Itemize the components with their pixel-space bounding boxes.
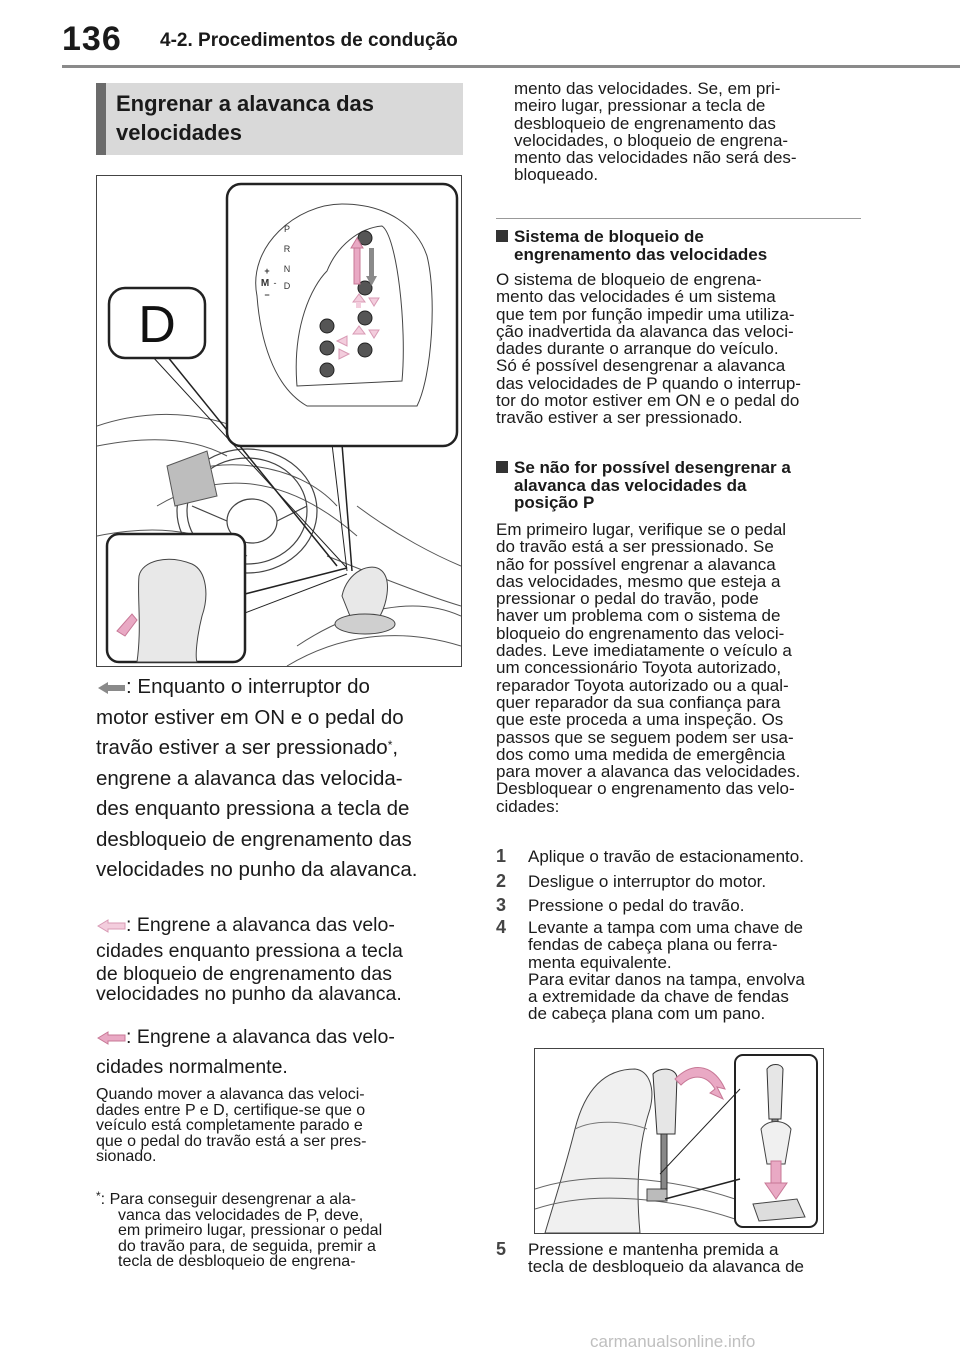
lock-system-paragraph: O sistema de bloqueio de engrena- mento …: [496, 270, 801, 428]
manual-m: M: [261, 278, 269, 289]
screwdriver-drawing: [534, 1054, 818, 1234]
legend-text: cidades normalmente.: [96, 1056, 288, 1078]
legend-text: travão estiver a ser pressionado: [96, 736, 388, 759]
step-number: 4: [496, 917, 507, 937]
header-rule: [62, 65, 960, 68]
footnote: *: Para conseguir desengrenar a ala- van…: [96, 1189, 383, 1270]
section-title: 4-2. Procedimentos de condução: [160, 30, 458, 51]
legend-text: cidades enquanto pressiona a tecla: [96, 940, 403, 962]
gear-shift-illustration: D P R N D + M − -: [96, 175, 462, 667]
gear-label-p: P: [284, 224, 290, 234]
subheading-cannot-shift: Se não for possível desengrenar a alavan…: [496, 459, 866, 512]
legend-text: velocidades no punho da alavanca.: [96, 983, 402, 1005]
gray-arrow-icon: [98, 681, 125, 694]
page-header: 136 4-2. Procedimentos de condução: [0, 0, 960, 68]
legend-text: : Engrene a alavanca das velo-: [126, 914, 395, 936]
continuation-text: mento das velocidades. Se, em pri- meiro…: [514, 79, 797, 185]
step-number: 5: [496, 1239, 507, 1259]
legend-text: : Enquanto o interruptor do: [126, 675, 370, 698]
step-number: 2: [496, 871, 507, 891]
heading-line: Engrenar a alavanca das: [116, 91, 375, 116]
manual-plus: +: [264, 266, 269, 276]
gear-label-r: R: [284, 244, 291, 254]
legend-arrow-3: : Engrene a alavanca das velo- cidades n…: [96, 1022, 476, 1082]
manual-dash: -: [274, 278, 277, 288]
screwdriver-illustration: [534, 1048, 824, 1234]
legend-text: ,: [392, 736, 399, 759]
square-bullet-icon: [496, 230, 508, 242]
gear-label-n: N: [284, 264, 291, 274]
legend-text: : Engrene a alavanca das velo-: [126, 1026, 395, 1048]
cannot-shift-paragraph: Em primeiro lugar, verifique se o pedal …: [496, 520, 801, 816]
legend-arrow-1: : Enquanto o interruptor do motor estive…: [96, 672, 476, 886]
page-number: 136: [62, 20, 122, 58]
step-number: 3: [496, 895, 507, 915]
manual-minus: −: [264, 290, 269, 300]
legend-arrow-2: : Engrene a alavanca das velo- cidades e…: [96, 912, 476, 1004]
gear-label-d: D: [284, 281, 291, 291]
pink-arrow-icon: [97, 1030, 126, 1045]
legend-text: velocidades no punho da alavanca.: [96, 858, 418, 881]
square-bullet-icon: [496, 461, 508, 473]
legend-text: de bloqueio de engrenamento das: [96, 963, 392, 985]
heading-line: velocidades: [116, 120, 242, 145]
drive-letter: D: [138, 296, 176, 354]
asterisk: *: [387, 738, 393, 752]
section-heading: Engrenar a alavanca das velocidades: [96, 83, 463, 155]
watermark: carmanualsonline.info: [590, 1332, 756, 1351]
legend-text: engrene a alavanca das velocida-: [96, 766, 403, 790]
pink-light-arrow-icon: [97, 918, 126, 933]
asterisk: *: [96, 1189, 101, 1203]
legend-text: des enquanto pressiona a tecla de: [96, 797, 410, 820]
gear-shift-drawing: D P R N D + M − -: [96, 182, 462, 667]
legend-text: desbloqueio de engrenamento das: [96, 827, 412, 851]
subheading-lock-system: Sistema de bloqueio de engrenamento das …: [496, 228, 866, 263]
section-divider: [496, 218, 861, 219]
note-paragraph: Quando mover a alavanca das veloci- dade…: [96, 1086, 367, 1165]
step-number: 1: [496, 846, 507, 866]
legend-text: motor estiver em ON e o pedal do: [96, 705, 404, 729]
